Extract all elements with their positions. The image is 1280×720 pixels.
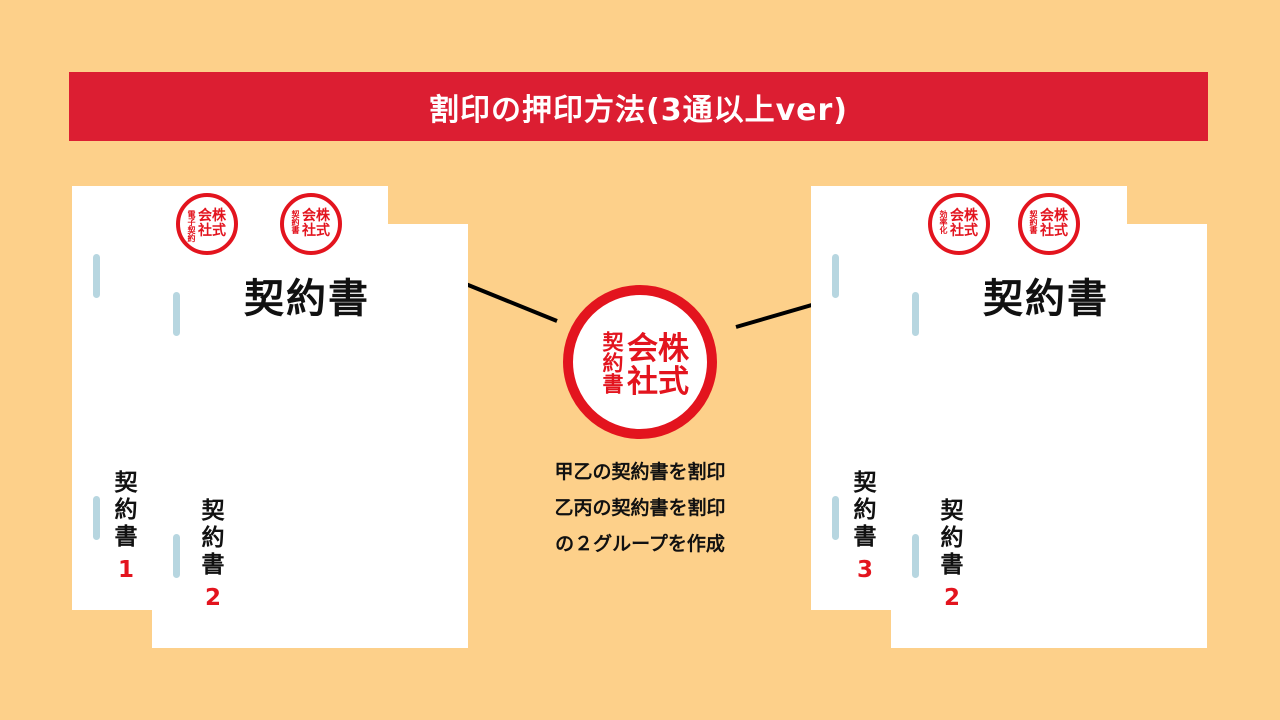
left-back-binding-hole-bottom <box>93 496 100 540</box>
seal-main-text: 会株 社式 <box>1040 208 1068 239</box>
seal-side-text: 電子契約 <box>187 210 196 242</box>
seal-side-text: 効率化 <box>939 210 948 234</box>
left-front-binding-hole-bottom <box>173 534 180 578</box>
caption-line-2: 乙丙の契約書を割印 <box>554 497 726 519</box>
left-document-title: 契約書 <box>244 276 370 322</box>
right-front-document <box>891 224 1207 648</box>
left-front-binding-hole-top <box>173 292 180 336</box>
seal-main-text: 会株 社式 <box>950 208 978 239</box>
right-front-doc-label: 契 約 書 2 <box>937 498 967 612</box>
left-front-doc-label: 契 約 書 2 <box>198 498 228 612</box>
caption: 甲乙の契約書を割印 乙丙の契約書を割印 の２グループを作成 <box>500 454 780 562</box>
caption-line-3: の２グループを作成 <box>555 533 725 555</box>
seal-main-text: 会株 社式 <box>302 208 330 239</box>
right-back-binding-hole-bottom <box>832 496 839 540</box>
banner-title: 割印の押印方法(3通以上ver) <box>429 92 848 128</box>
doc-number: 2 <box>204 585 221 611</box>
right-front-binding-hole-top <box>912 292 919 336</box>
right-front-binding-hole-bottom <box>912 534 919 578</box>
right-seal-1: 効率化 会株 社式 <box>928 193 990 255</box>
center-seal: 契約書 会株 社式 <box>563 285 717 439</box>
right-document-title: 契約書 <box>983 276 1109 322</box>
right-back-binding-hole-top <box>832 254 839 298</box>
left-front-document <box>152 224 468 648</box>
doc-number: 1 <box>117 557 134 583</box>
seal-side-text: 契約書 <box>291 210 300 234</box>
right-back-doc-label: 契 約 書 3 <box>850 470 880 584</box>
right-seal-2: 契約書 会株 社式 <box>1018 193 1080 255</box>
caption-line-1: 甲乙の契約書を割印 <box>554 461 726 483</box>
doc-number: 2 <box>943 585 960 611</box>
left-seal-2: 契約書 会株 社式 <box>280 193 342 255</box>
left-seal-1: 電子契約 会株 社式 <box>176 193 238 255</box>
seal-main-text: 会株 社式 <box>627 331 689 400</box>
seal-main-text: 会株 社式 <box>198 208 226 239</box>
doc-number: 3 <box>856 557 873 583</box>
banner: 割印の押印方法(3通以上ver) <box>69 72 1208 141</box>
seal-side-text: 契約書 <box>600 331 624 394</box>
left-back-doc-label: 契 約 書 1 <box>111 470 141 584</box>
left-back-binding-hole-top <box>93 254 100 298</box>
seal-side-text: 契約書 <box>1029 210 1038 234</box>
